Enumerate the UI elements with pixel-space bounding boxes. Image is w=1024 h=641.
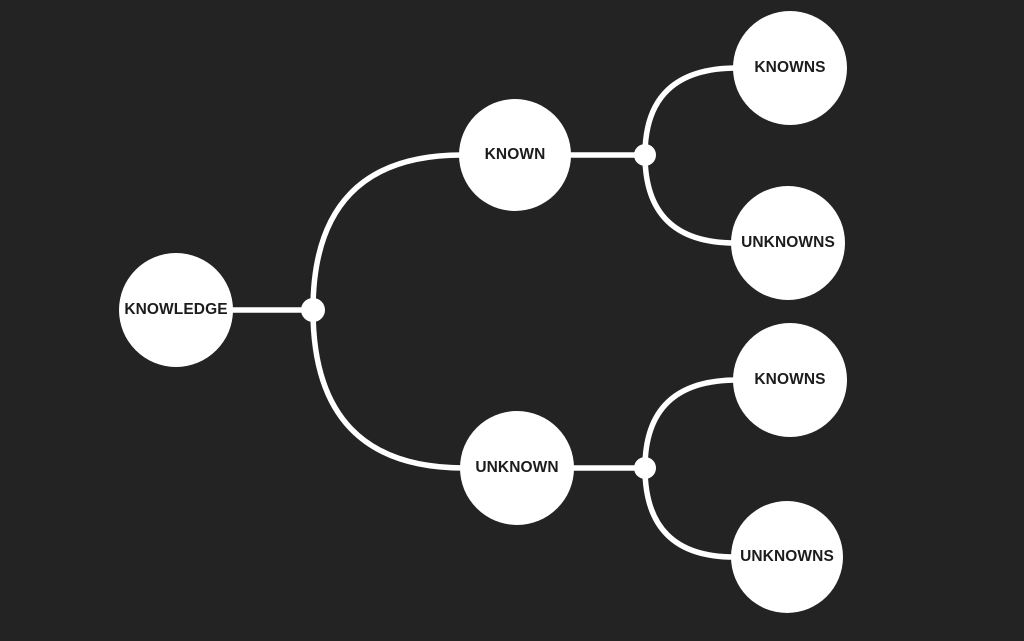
connector-branch-point-unknown-to-unknown-unknowns	[642, 465, 737, 560]
node-knowledge-label: KNOWLEDGE	[124, 301, 228, 318]
node-known-unknowns-label: UNKNOWNS	[741, 234, 835, 251]
node-known-unknowns: UNKNOWNS	[731, 186, 845, 300]
node-unknown-knowns-label: KNOWNS	[754, 371, 826, 388]
branch-point-root	[301, 298, 325, 322]
node-known: KNOWN	[459, 99, 571, 211]
node-knowledge: KNOWLEDGE	[119, 253, 233, 367]
branch-point-known	[634, 144, 656, 166]
node-unknown-knowns: KNOWNS	[733, 323, 847, 437]
node-unknown: UNKNOWN	[460, 411, 574, 525]
connector-branch-point-known-to-known-knowns	[642, 65, 740, 158]
node-unknown-unknowns: UNKNOWNS	[731, 501, 843, 613]
connector-branch-point-root-to-unknown	[310, 307, 467, 471]
node-known-label: KNOWN	[484, 146, 546, 163]
node-known-knowns-label: KNOWNS	[754, 59, 826, 76]
branch-point-unknown	[634, 457, 656, 479]
connector-branch-point-root-to-known	[310, 152, 465, 313]
connector-branch-point-known-to-known-unknowns	[642, 152, 738, 246]
node-unknown-label: UNKNOWN	[475, 459, 559, 476]
node-known-knowns: KNOWNS	[733, 11, 847, 125]
node-unknown-unknowns-label: UNKNOWNS	[740, 548, 834, 565]
connector-branch-point-unknown-to-unknown-knowns	[642, 377, 740, 471]
